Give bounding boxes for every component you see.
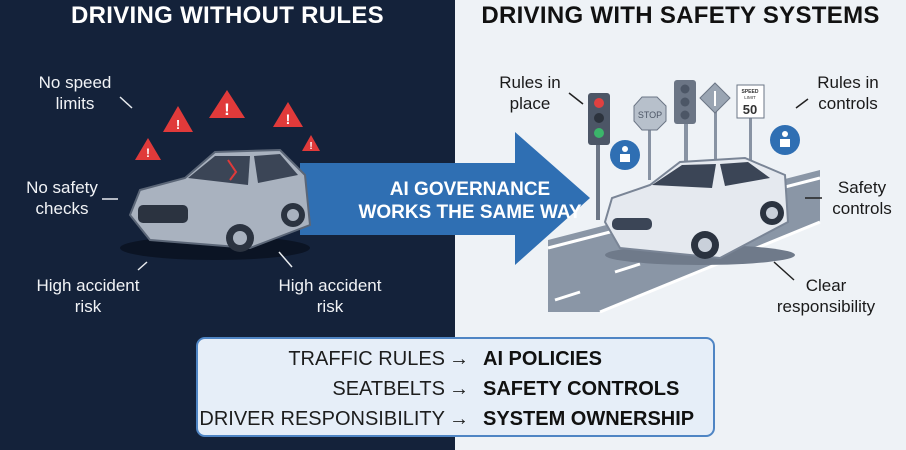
label-line: risk [316, 297, 344, 316]
label-line: High accident [278, 276, 382, 295]
label-line: limits [55, 94, 95, 113]
label-safety-controls: Safety controls [822, 177, 902, 219]
svg-text:!: ! [176, 117, 180, 132]
mapping-box: TRAFFIC RULES → AI POLICIES SEATBELTS → … [196, 337, 715, 437]
arrow-text-line-1: AI GOVERNANCE [389, 179, 551, 200]
label-rules-in-controls: Rules in controls [808, 72, 888, 114]
label-line: responsibility [776, 297, 876, 316]
svg-text:!: ! [286, 111, 291, 127]
traffic-light-2-icon [674, 80, 696, 163]
speed-sign-top: SPEED [742, 89, 759, 95]
traffic-light-icon [588, 93, 610, 220]
mapping-from: SEATBELTS [332, 378, 445, 400]
mapping-row: DRIVER RESPONSIBILITY → SYSTEM OWNERSHIP [198, 404, 717, 434]
left-title: DRIVING WITHOUT RULES [71, 2, 384, 29]
arrow-right-icon: → [449, 378, 469, 400]
label-line: controls [818, 94, 878, 113]
label-line: No speed [38, 73, 112, 92]
warning-icons [135, 90, 320, 160]
svg-text:!: ! [146, 146, 150, 160]
label-line: Rules in [817, 73, 879, 92]
label-line: place [509, 94, 551, 113]
mapping-row: TRAFFIC RULES → AI POLICIES [198, 344, 717, 374]
label-line: controls [832, 199, 892, 218]
label-line: Clear [805, 276, 847, 295]
svg-text:!: ! [309, 141, 312, 152]
stop-sign-text: STOP [638, 110, 662, 120]
car-damaged-icon [120, 148, 312, 260]
label-pointers-left [102, 96, 293, 271]
car-safe-icon [603, 156, 795, 265]
mapping-to: AI POLICIES [483, 348, 602, 370]
label-high-accident-risk-1: High accident risk [28, 275, 148, 317]
label-high-accident-risk-2: High accident risk [270, 275, 390, 317]
seatbelt-icon [610, 125, 800, 170]
svg-text:!: ! [224, 100, 230, 119]
arrow-right-icon: → [449, 408, 469, 430]
mapping-from: DRIVER RESPONSIBILITY [199, 408, 445, 430]
label-no-speed-limits: No speed limits [25, 72, 125, 114]
right-title: DRIVING WITH SAFETY SYSTEMS [481, 2, 880, 29]
label-line: High accident [36, 276, 140, 295]
arrow-text: AI GOVERNANCE WORKS THE SAME WAY [340, 178, 600, 224]
direction-sign-icon [699, 82, 731, 160]
mapping-to: SYSTEM OWNERSHIP [483, 408, 695, 430]
label-line: Safety [837, 178, 887, 197]
arrow-text-line-2: WORKS THE SAME WAY [358, 202, 582, 223]
arrow-right-icon: → [449, 348, 469, 370]
label-line: risk [74, 297, 102, 316]
label-clear-responsibility: Clear responsibility [766, 275, 886, 317]
mapping-from: TRAFFIC RULES [288, 348, 445, 370]
speed-limit-sign-icon: SPEED LIMIT 50 [736, 84, 765, 160]
label-rules-in-place: Rules in place [490, 72, 570, 114]
mapping-row: SEATBELTS → SAFETY CONTROLS [198, 374, 717, 404]
speed-sign-mid: LIMIT [744, 95, 756, 100]
label-pointers-right [568, 92, 822, 281]
speed-sign-value: 50 [743, 102, 757, 117]
governance-arrow [300, 132, 590, 265]
label-line: Rules in [499, 73, 561, 92]
mapping-to: SAFETY CONTROLS [483, 378, 680, 400]
label-line: checks [35, 199, 89, 218]
label-line: No safety [26, 178, 98, 197]
stop-sign-icon: STOP [633, 96, 667, 180]
label-no-safety-checks: No safety checks [10, 177, 114, 219]
